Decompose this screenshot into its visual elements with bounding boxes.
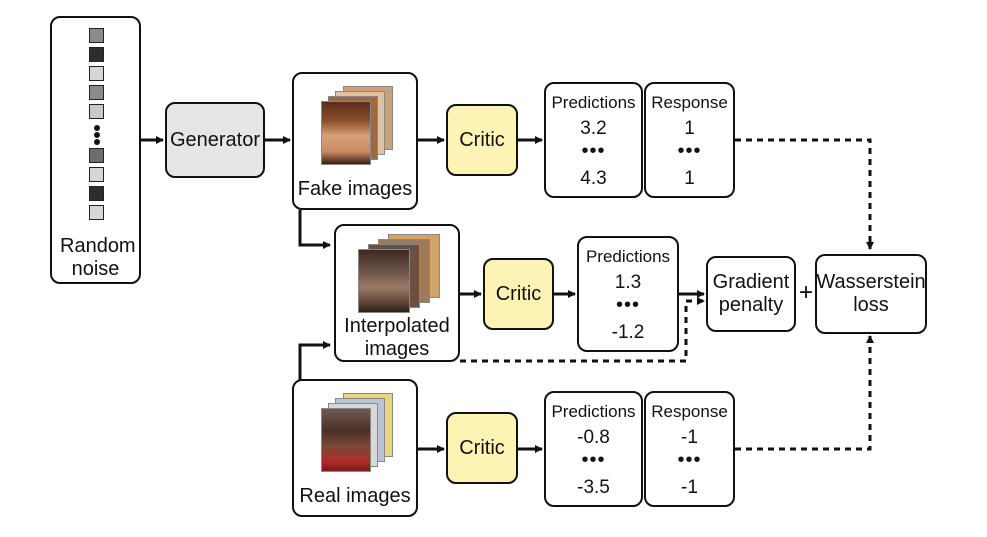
real-response-first: -1: [681, 427, 698, 448]
arrow-real-interp: [298, 341, 331, 380]
real-response-last: -1: [681, 477, 698, 498]
noise-ellipsis-dot: [94, 132, 100, 138]
dashed-interp-to-gp: [460, 297, 705, 363]
ellipsis-dots: •••: [581, 449, 606, 471]
dashed-real-response-to-loss: [735, 335, 874, 451]
fake-predictions-box: Predictions 3.2 ••• 4.3: [544, 82, 643, 198]
noise-cell: [89, 205, 104, 220]
real-predictions-box: Predictions -0.8 ••• -3.5: [544, 391, 643, 507]
interpolated-image-stack: [358, 234, 440, 313]
fake-response-box: Response 1 ••• 1: [644, 82, 735, 198]
critic-fake-box: Critic: [446, 104, 518, 176]
fake-face-image: [321, 101, 371, 165]
response-header: Response: [651, 93, 728, 112]
real-face-image: [321, 408, 371, 472]
fake-prediction-first: 3.2: [580, 118, 607, 139]
plus-sign: +: [798, 278, 813, 306]
noise-vector: [88, 28, 105, 228]
gradient-penalty-box: Gradient penalty: [706, 256, 796, 332]
wasserstein-loss-box: Wasserstein loss: [815, 254, 927, 334]
real-images-label: Real images: [299, 485, 411, 507]
noise-ellipsis-dot: [94, 125, 100, 131]
fake-image-stack: [321, 86, 393, 165]
fake-response-last: 1: [684, 168, 695, 189]
arrow-fake-interp: [298, 210, 331, 249]
noise-cell: [89, 104, 104, 119]
real-prediction-first: -0.8: [577, 427, 610, 448]
response-header: Response: [651, 402, 728, 421]
interpolated-predictions-box: Predictions 1.3 ••• -1.2: [577, 236, 679, 352]
fake-prediction-last: 4.3: [580, 168, 607, 189]
interp-prediction-first: 1.3: [614, 272, 642, 293]
ellipsis-dots: •••: [615, 294, 640, 316]
ellipsis-dots: •••: [677, 449, 702, 471]
noise-cell: [89, 66, 104, 81]
predictions-header: Predictions: [585, 247, 671, 266]
fake-images-box: Fake images: [292, 72, 418, 210]
noise-cell: [89, 148, 104, 163]
interpolated-face-image: [358, 249, 410, 313]
critic-interpolated-box: Critic: [483, 258, 554, 330]
noise-cell: [89, 85, 104, 100]
noise-ellipsis-dot: [94, 139, 100, 145]
interpolated-images-label: Interpolated images: [344, 315, 450, 360]
predictions-header: Predictions: [551, 93, 636, 112]
real-response-box: Response -1 ••• -1: [644, 391, 735, 507]
real-images-box: Real images: [292, 379, 418, 517]
fake-images-label: Fake images: [297, 178, 413, 200]
real-prediction-last: -3.5: [577, 477, 610, 498]
critic-real-box: Critic: [446, 412, 518, 484]
random-noise-box: Random noise: [50, 16, 141, 284]
real-image-stack: [321, 393, 393, 472]
noise-cell: [89, 47, 104, 62]
dashed-fake-response-to-loss: [735, 138, 874, 250]
noise-cell: [89, 28, 104, 43]
interp-prediction-last: -1.2: [611, 322, 645, 343]
noise-cell: [89, 186, 104, 201]
noise-cell: [89, 167, 104, 182]
random-noise-label: Random noise: [60, 235, 136, 280]
ellipsis-dots: •••: [581, 140, 606, 162]
generator-box: Generator: [165, 102, 265, 178]
ellipsis-dots: •••: [677, 140, 702, 162]
interpolated-images-box: Interpolated images: [334, 224, 460, 362]
fake-response-first: 1: [684, 118, 695, 139]
predictions-header: Predictions: [551, 402, 636, 421]
